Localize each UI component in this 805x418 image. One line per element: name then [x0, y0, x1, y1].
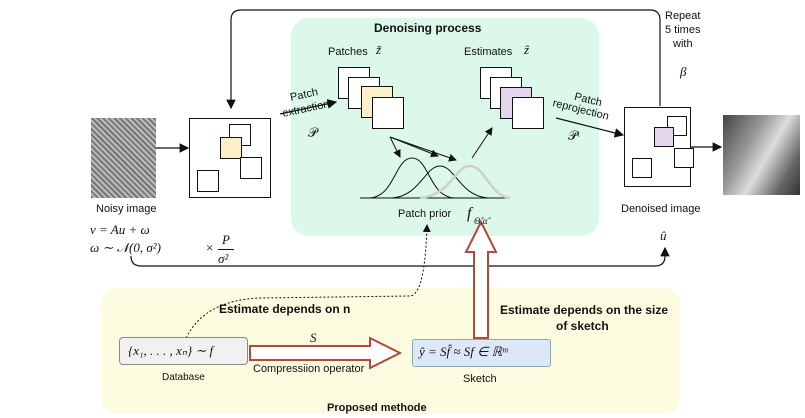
sketch-formula: ŷ = Sf̂ ≈ Sf ∈ ℝᵐ [419, 344, 508, 359]
prior-subscript: Θ̂,α̂ [474, 216, 488, 226]
repeat-line2: 5 times [665, 24, 701, 36]
patches-label: Patches [328, 46, 368, 58]
denoised-label: Denoised image [621, 203, 701, 215]
database-formula: {x₁, . . . , xₙ} ∼ f [128, 343, 214, 358]
depends-n-label: Estimate depends on n [219, 302, 351, 316]
repeat-line3: with [673, 38, 693, 50]
operator-symbol: S [310, 330, 317, 345]
patch-prior-label: Patch prior [398, 208, 452, 220]
scale-num: P [222, 232, 230, 247]
sketch-to-prior-hollow-arrow [464, 219, 498, 339]
patch-reprojection-arrow [555, 117, 625, 138]
noisy-label: Noisy image [96, 203, 157, 215]
denoising-panel [291, 18, 599, 236]
denoised-image [723, 115, 800, 195]
depends-size-line1: Estimate depends on the size [500, 303, 669, 317]
estimates-label: Estimates [464, 46, 513, 58]
prior-symbol: f [467, 205, 472, 222]
dotted-dependency [185, 224, 431, 339]
repeat-line1: Repeat [665, 10, 701, 22]
compression-hollow-arrow [249, 336, 403, 370]
patch-extraction-symbol: 𝒫 [308, 125, 318, 140]
denoised-symbol: û [660, 228, 667, 243]
database-label: Database [162, 372, 205, 383]
denoising-title: Denoising process [374, 21, 482, 35]
sketch-box [412, 339, 551, 367]
scale-prefix: × [206, 240, 214, 255]
proposed-title: Proposed methode [327, 402, 427, 414]
repeat-symbol: β [680, 64, 687, 79]
sketch-label: Sketch [463, 373, 497, 385]
patch-extraction-arrow [279, 99, 338, 115]
repeat-loop-arrow [226, 9, 661, 110]
depends-size-line2: of sketch [556, 319, 609, 333]
bottom-feedback-arrow [130, 246, 670, 267]
noisy-image [91, 118, 156, 198]
noisy-eq1: v = Au + ω [90, 222, 150, 237]
scale-den: σ² [218, 251, 229, 266]
patches-symbol: z̃ [376, 42, 382, 57]
operator-label: Compressiion operator [253, 363, 365, 375]
noisy-eq2: ω ∼ 𝒩(0, σ²) [90, 240, 161, 255]
database-box [119, 337, 248, 365]
estimates-symbol: ẑ [524, 42, 530, 57]
patch-reprojection-symbol: 𝒫ᵗ [568, 128, 580, 143]
